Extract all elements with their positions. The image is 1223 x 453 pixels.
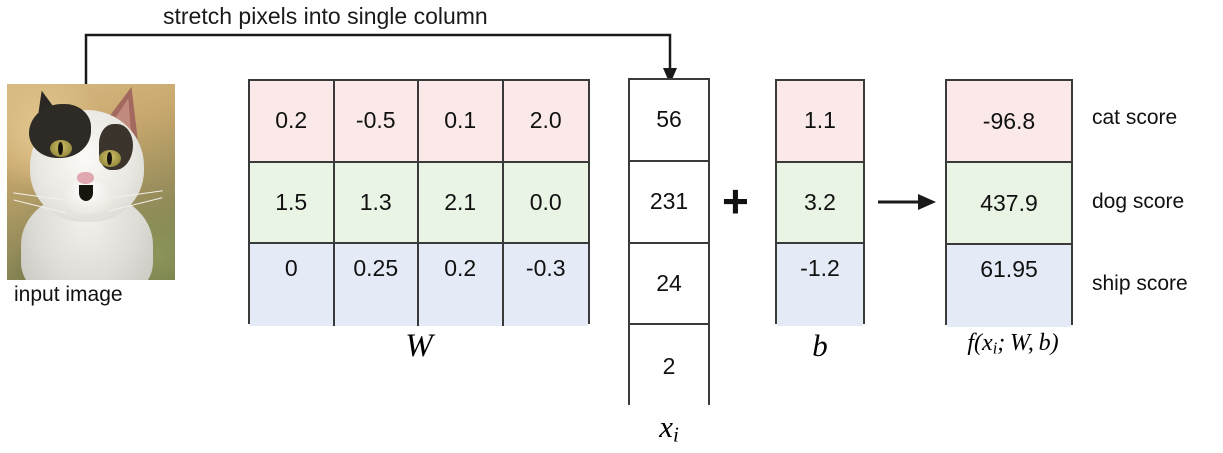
x-cell: 2 — [630, 325, 708, 407]
plus-operator: + — [722, 175, 749, 227]
w-cell: 0.25 — [334, 244, 419, 326]
weight-matrix-label: W — [405, 328, 433, 364]
x-cell: 24 — [630, 243, 708, 326]
w-cell: 0.0 — [503, 162, 588, 245]
score-cell: 437.9 — [947, 163, 1071, 245]
scores-vector: -96.8 437.9 61.95 — [945, 79, 1073, 327]
w-cell: 1.5 — [250, 162, 335, 245]
arrow-right-icon — [878, 194, 936, 210]
w-cell: 1.3 — [334, 162, 419, 245]
b-cell: 3.2 — [777, 162, 863, 245]
w-cell: -0.5 — [334, 81, 419, 163]
b-cell: 1.1 — [777, 81, 863, 163]
x-cell: 231 — [630, 161, 708, 244]
w-cell: 0.1 — [419, 81, 504, 163]
bias-vector-label: b — [812, 328, 828, 363]
ship-score-label: ship score — [1092, 272, 1188, 295]
stretch-pixels-caption: stretch pixels into single column — [163, 3, 488, 29]
stretch-connector-arrow — [84, 33, 677, 86]
bias-vector: 1.1 3.2 -1.2 — [775, 79, 865, 326]
input-image-thumbnail — [7, 84, 175, 280]
w-cell: -0.3 — [503, 244, 588, 326]
w-cell: 2.1 — [419, 162, 504, 245]
cat-score-label: cat score — [1092, 106, 1178, 129]
input-vector: 56 231 24 2 — [628, 78, 710, 407]
w-cell: 2.0 — [503, 81, 588, 163]
w-cell: 0 — [250, 244, 335, 326]
weight-matrix: 0.2 -0.5 0.1 2.0 1.5 1.3 2.1 0.0 0 0.25 … — [248, 79, 590, 326]
w-cell: 0.2 — [250, 81, 335, 163]
score-cell: 61.95 — [947, 245, 1071, 327]
w-cell: 0.2 — [419, 244, 504, 326]
x-cell: 56 — [630, 80, 708, 162]
b-cell: -1.2 — [777, 244, 863, 326]
input-vector-label: xi — [659, 409, 679, 447]
dog-score-label: dog score — [1092, 190, 1185, 213]
table-row: 1.5 1.3 2.1 0.0 — [250, 162, 588, 245]
score-cell: -96.8 — [947, 81, 1071, 163]
table-row: 0.2 -0.5 0.1 2.0 — [250, 81, 588, 163]
input-image-label: input image — [14, 283, 123, 306]
score-function-label: f(xi; W, b) — [967, 330, 1059, 358]
table-row: 0 0.25 0.2 -0.3 — [250, 244, 588, 326]
